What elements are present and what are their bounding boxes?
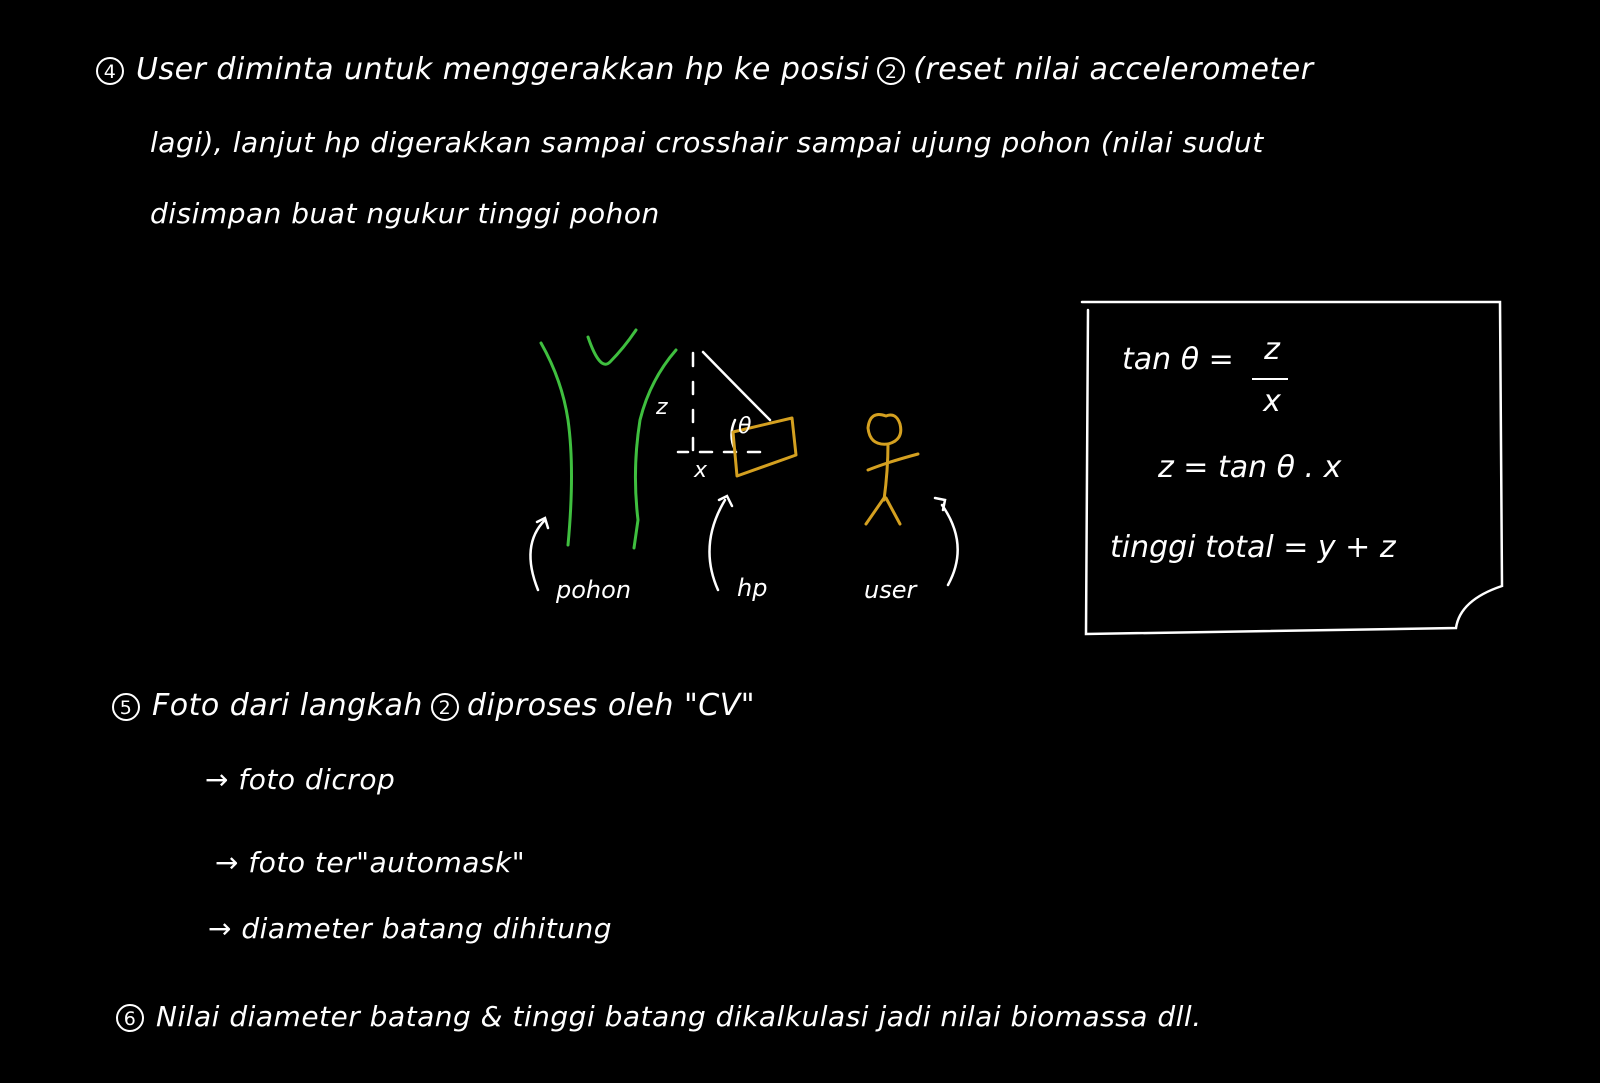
user-leg-right	[884, 496, 902, 526]
formula-line3: tinggi total = y + z	[1110, 530, 1396, 565]
tree-trunk-left	[539, 341, 573, 547]
theta-label: θ	[738, 414, 752, 439]
phone-label: hp	[737, 574, 768, 602]
step4-line1-text: User diminta untuk menggerakkan hp ke po…	[136, 52, 870, 87]
user-bracket	[933, 496, 959, 587]
step4-line1: 4 User diminta untuk menggerakkan hp ke p…	[96, 52, 1314, 87]
user-drawing	[864, 413, 920, 526]
step5-text-after: diproses oleh "CV"	[466, 688, 756, 723]
step5-number: 5	[112, 692, 140, 721]
formula-line1-left: tan θ =	[1122, 342, 1234, 377]
z-label: z	[656, 395, 668, 420]
measurement-lines	[676, 350, 772, 454]
phone-body	[731, 416, 798, 478]
phone-bracket	[708, 494, 734, 592]
formula-line1-numerator: z	[1264, 332, 1280, 367]
phone-drawing	[731, 416, 798, 478]
formula-fraction-bar	[1252, 378, 1288, 380]
step6-text: Nilai diameter batang & tinggi batang di…	[156, 1000, 1202, 1033]
tree-drawing	[539, 328, 678, 550]
step4-line3: disimpan buat ngukur tinggi pohon	[150, 197, 660, 230]
step4-number: 4	[96, 56, 124, 85]
sight-line	[701, 350, 772, 422]
step4-line2: lagi), lanjut hp digerakkan sampai cross…	[150, 126, 1264, 159]
formula-box-border	[1080, 300, 1504, 636]
step4-line1-text-after: (reset nilai accelerometer	[913, 52, 1314, 87]
user-leg-left	[864, 496, 886, 526]
step6-number: 6	[116, 1004, 144, 1032]
user-arms	[866, 452, 920, 472]
step5-bullet-1: → foto dicrop	[205, 763, 396, 796]
tree-bracket	[529, 516, 550, 592]
step5-ref-number: 2	[430, 692, 459, 721]
annotation-arrows	[529, 494, 959, 592]
step5-bullet-2: → foto ter"automask"	[215, 846, 526, 879]
tree-trunk-right	[632, 348, 678, 550]
step5-text: Foto dari langkah	[152, 688, 423, 723]
tree-branch-v	[586, 328, 638, 366]
step5-bullet-3: → diameter batang dihitung	[208, 912, 613, 945]
formula-line1-denominator: x	[1263, 384, 1281, 419]
user-label: user	[864, 576, 917, 604]
formula-line2: z = tan θ . x	[1158, 450, 1342, 485]
step6-line: 6 Nilai diameter batang & tinggi batang d…	[116, 1000, 1202, 1033]
user-body	[882, 442, 890, 502]
x-label: x	[694, 458, 708, 483]
user-head	[866, 413, 903, 446]
step4-ref-number: 2	[877, 56, 906, 85]
tree-label: pohon	[556, 576, 632, 604]
